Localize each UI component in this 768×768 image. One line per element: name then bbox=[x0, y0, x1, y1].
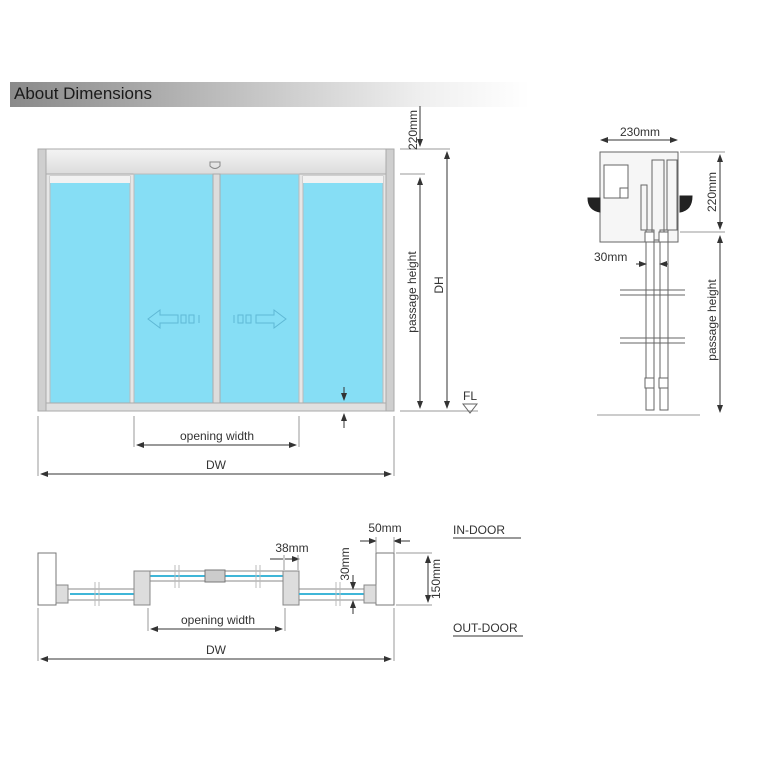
section-width-label: 230mm bbox=[620, 125, 660, 139]
open-left-arrow-icon bbox=[147, 309, 179, 329]
fixed-panel-right bbox=[302, 175, 384, 407]
sliding-leaf-left bbox=[133, 173, 214, 407]
in-door-label: IN-DOOR bbox=[453, 523, 505, 537]
plan-door-width-label: DW bbox=[206, 643, 227, 657]
side-section bbox=[587, 151, 700, 416]
passage-height-label: passage height bbox=[405, 251, 419, 333]
sensor-icon bbox=[209, 161, 221, 169]
plan-opening-width-label: opening width bbox=[181, 613, 255, 627]
post-depth-label: 150mm bbox=[429, 559, 443, 599]
right-post bbox=[375, 552, 395, 606]
post-width-label: 50mm bbox=[368, 521, 401, 535]
leaf-thickness-label: 30mm bbox=[594, 250, 627, 264]
section-title: About Dimensions bbox=[14, 84, 152, 103]
door-height-label: DH bbox=[432, 276, 446, 293]
header-height-label: 220mm bbox=[406, 110, 420, 150]
operator-header bbox=[45, 148, 387, 175]
fixed-panel-left bbox=[49, 175, 131, 407]
plan-view bbox=[37, 552, 395, 606]
section-passage-height-label: passage height bbox=[705, 279, 719, 361]
frame-depth-label: 38mm bbox=[275, 541, 308, 555]
front-elevation: 220mm passage height DH FL opening width… bbox=[37, 106, 479, 477]
section-header-height-label: 220mm bbox=[705, 172, 719, 212]
floor-level-icon bbox=[461, 403, 479, 414]
side-section-dims: 230mm 220mm 30mm passage height bbox=[594, 125, 725, 413]
floor-level-label: FL bbox=[463, 389, 477, 403]
open-right-arrow-icon bbox=[255, 309, 287, 329]
sliding-leaf-right bbox=[219, 173, 300, 407]
door-width-label: DW bbox=[206, 458, 227, 472]
opening-width-label: opening width bbox=[180, 429, 254, 443]
section-header: About Dimensions bbox=[10, 82, 530, 107]
out-door-label: OUT-DOOR bbox=[453, 621, 518, 635]
plan-view-dims: 38mm 50mm 30mm 150mm IN-DOOR OUT-DOOR op… bbox=[37, 521, 523, 662]
left-post bbox=[37, 552, 57, 606]
offset-label: 30mm bbox=[338, 547, 352, 580]
